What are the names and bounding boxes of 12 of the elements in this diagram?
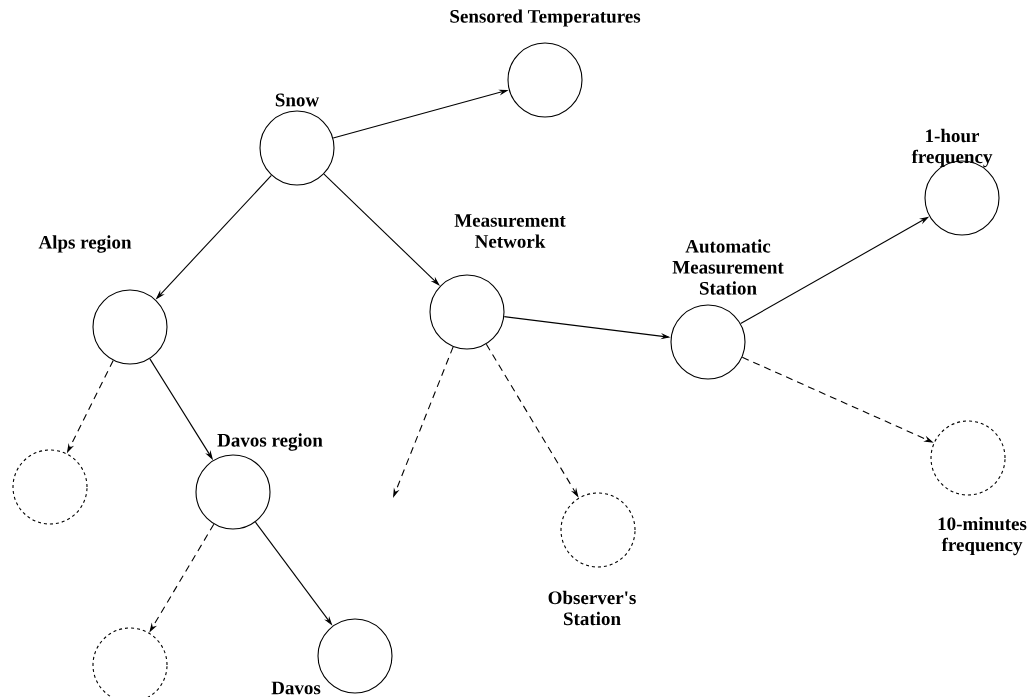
node-label: Measurement Network	[454, 214, 566, 248]
node-label: Snow	[275, 93, 320, 107]
node-label: Alps region	[38, 235, 132, 253]
node-label: Davos	[271, 681, 321, 695]
node-label: 1-hour frequency	[911, 128, 993, 168]
node-label: Sensored Temperatures	[450, 9, 641, 27]
arrow	[323, 173, 440, 286]
circle	[12, 449, 88, 525]
node-label: Davos region	[217, 433, 323, 451]
node-label: Automatic Measurement Station	[672, 239, 784, 295]
node-label: Observer's Station	[548, 590, 636, 626]
node-label: 10-minutes frequency	[938, 516, 1027, 556]
